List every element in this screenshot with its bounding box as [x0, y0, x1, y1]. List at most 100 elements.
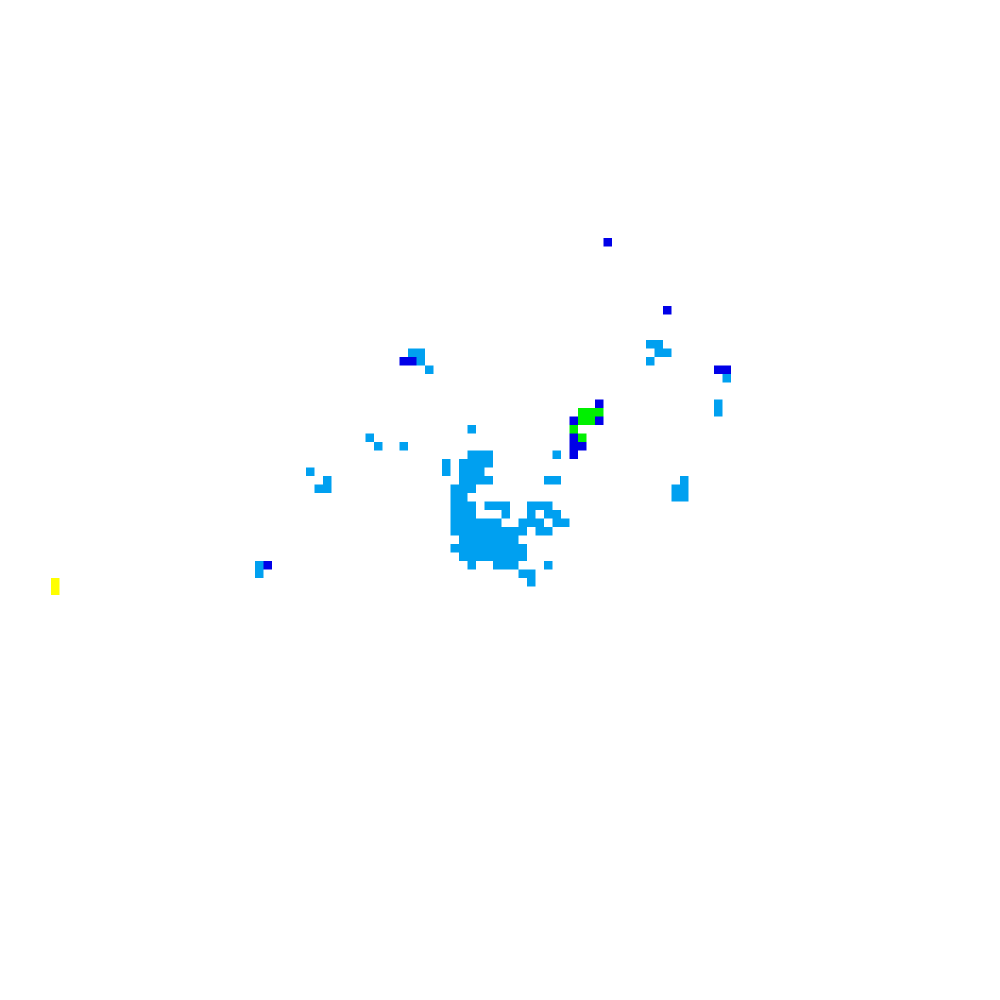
echo-cell-light [442, 467, 451, 476]
echo-cell-light [518, 527, 527, 536]
echo-cell-intense [51, 578, 60, 587]
echo-cell-light [501, 561, 510, 570]
echo-cell-light [544, 510, 553, 519]
echo-cell-light [459, 467, 468, 476]
precipitation-echo-layer [51, 238, 731, 595]
echo-cell-light [476, 459, 485, 468]
echo-cell-light [484, 535, 493, 544]
echo-cell-light [416, 357, 425, 366]
echo-cell-light [467, 450, 476, 459]
echo-cell-light [442, 459, 451, 468]
echo-cell-light [518, 544, 527, 553]
echo-cell-moderate [595, 399, 604, 408]
echo-cell-light [510, 552, 519, 561]
echo-cell-light [671, 484, 680, 493]
echo-cell-light [459, 535, 468, 544]
echo-cell-light [493, 518, 502, 527]
echo-cell-light [484, 527, 493, 536]
echo-cell-light [510, 544, 519, 553]
echo-cell-light [535, 518, 544, 527]
echo-cell-light [501, 527, 510, 536]
echo-cell-light [399, 442, 408, 451]
echo-cell-moderate [569, 442, 578, 451]
echo-cell-light [501, 552, 510, 561]
echo-cell-light [459, 501, 468, 510]
echo-cell-light [493, 544, 502, 553]
echo-cell-light [714, 399, 723, 408]
echo-cell-light [450, 501, 459, 510]
echo-cell-light [476, 535, 485, 544]
echo-cell-light [459, 518, 468, 527]
echo-cell-green [578, 408, 587, 417]
echo-cell-light [467, 510, 476, 519]
echo-cell-light [484, 544, 493, 553]
echo-cell-light [527, 578, 536, 587]
echo-cell-light [459, 544, 468, 553]
echo-cell-light [467, 501, 476, 510]
echo-cell-light [476, 518, 485, 527]
echo-cell-light [518, 518, 527, 527]
echo-cell-green [578, 433, 587, 442]
echo-cell-light [646, 357, 655, 366]
echo-cell-light [501, 501, 510, 510]
echo-cell-light [501, 510, 510, 519]
echo-cell-light [518, 552, 527, 561]
echo-cell-light [425, 365, 434, 374]
echo-cell-light [459, 493, 468, 502]
echo-cell-light [552, 518, 561, 527]
echo-cell-light [544, 561, 553, 570]
echo-cell-light [374, 442, 383, 451]
echo-cell-moderate [722, 365, 731, 374]
echo-cell-light [476, 467, 485, 476]
echo-cell-green [586, 408, 595, 417]
echo-cell-light [323, 476, 332, 485]
echo-cell-light [484, 501, 493, 510]
echo-cell-light [255, 561, 264, 570]
echo-cell-light [527, 501, 536, 510]
echo-cell-light [476, 552, 485, 561]
echo-cell-light [484, 476, 493, 485]
echo-cell-moderate [408, 357, 417, 366]
echo-cell-light [450, 544, 459, 553]
echo-cell-light [527, 569, 536, 578]
echo-cell-light [459, 476, 468, 485]
echo-cell-light [722, 374, 731, 383]
echo-cell-light [510, 561, 519, 570]
echo-cell-light [467, 544, 476, 553]
echo-cell-intense [51, 586, 60, 595]
echo-cell-light [544, 501, 553, 510]
echo-cell-light [518, 569, 527, 578]
echo-cell-light [467, 476, 476, 485]
echo-cell-light [467, 459, 476, 468]
echo-cell-moderate [569, 416, 578, 425]
echo-cell-light [527, 518, 536, 527]
echo-cell-light [484, 518, 493, 527]
echo-cell-light [535, 501, 544, 510]
echo-cell-light [365, 433, 374, 442]
echo-cell-light [527, 510, 536, 519]
echo-cell-light [510, 535, 519, 544]
echo-cell-light [467, 552, 476, 561]
echo-cell-green [578, 416, 587, 425]
echo-cell-light [450, 527, 459, 536]
echo-cell-light [450, 510, 459, 519]
echo-cell-light [484, 459, 493, 468]
echo-cell-light [552, 510, 561, 519]
echo-cell-light [476, 544, 485, 553]
echo-cell-moderate [603, 238, 612, 247]
echo-cell-light [459, 459, 468, 468]
echo-cell-light [459, 552, 468, 561]
echo-cell-light [450, 493, 459, 502]
echo-cell-light [501, 535, 510, 544]
echo-cell-light [476, 450, 485, 459]
echo-cell-light [680, 476, 689, 485]
echo-cell-light [459, 484, 468, 493]
echo-cell-light [306, 467, 315, 476]
echo-cell-light [467, 518, 476, 527]
echo-cell-light [459, 527, 468, 536]
echo-cell-light [552, 450, 561, 459]
echo-cell-light [552, 476, 561, 485]
echo-cell-moderate [595, 416, 604, 425]
echo-cell-light [671, 493, 680, 502]
